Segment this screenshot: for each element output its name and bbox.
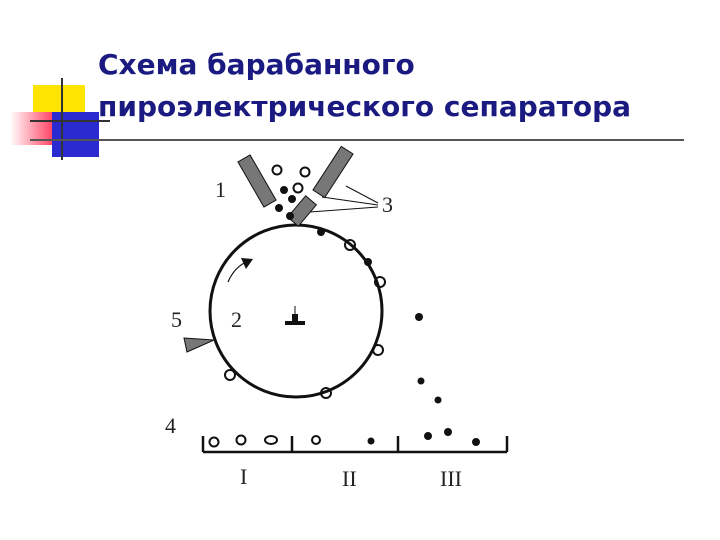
rotation-arrowhead (241, 258, 253, 269)
bin-particles (208, 428, 480, 448)
center-nozzle (286, 195, 318, 227)
label-nozzles: 3 (382, 192, 393, 217)
label-scraper: 5 (171, 307, 182, 332)
bin-label-2: II (342, 466, 357, 491)
collector-bins (201, 436, 509, 454)
deco-horizontal-line (30, 120, 110, 122)
drum-axis (285, 306, 305, 325)
title-line-2: пироэлектрического сепаратора (98, 90, 632, 123)
bin-label-3: III (440, 466, 462, 491)
deco-vertical-line (61, 78, 63, 160)
title-underline (30, 139, 684, 141)
trajectory-particles (415, 313, 442, 404)
drum-circle (208, 223, 384, 399)
deco-blue-square (52, 112, 99, 157)
label-drum: 2 (231, 307, 242, 332)
rotation-arrow (227, 261, 247, 283)
slide-title: Схема барабанного пироэлектрического сеп… (98, 44, 631, 128)
drum-particles (224, 228, 386, 399)
scraper-blade (183, 337, 215, 353)
label-3-leaders (309, 185, 379, 213)
left-nozzle (237, 154, 277, 208)
title-line-1: Схема барабанного (98, 48, 415, 81)
label-collector: 4 (165, 413, 176, 438)
bin-label-1: I (240, 464, 247, 489)
feed-particles (271, 164, 311, 220)
label-feeder: 1 (215, 177, 226, 202)
right-nozzle (312, 145, 354, 199)
